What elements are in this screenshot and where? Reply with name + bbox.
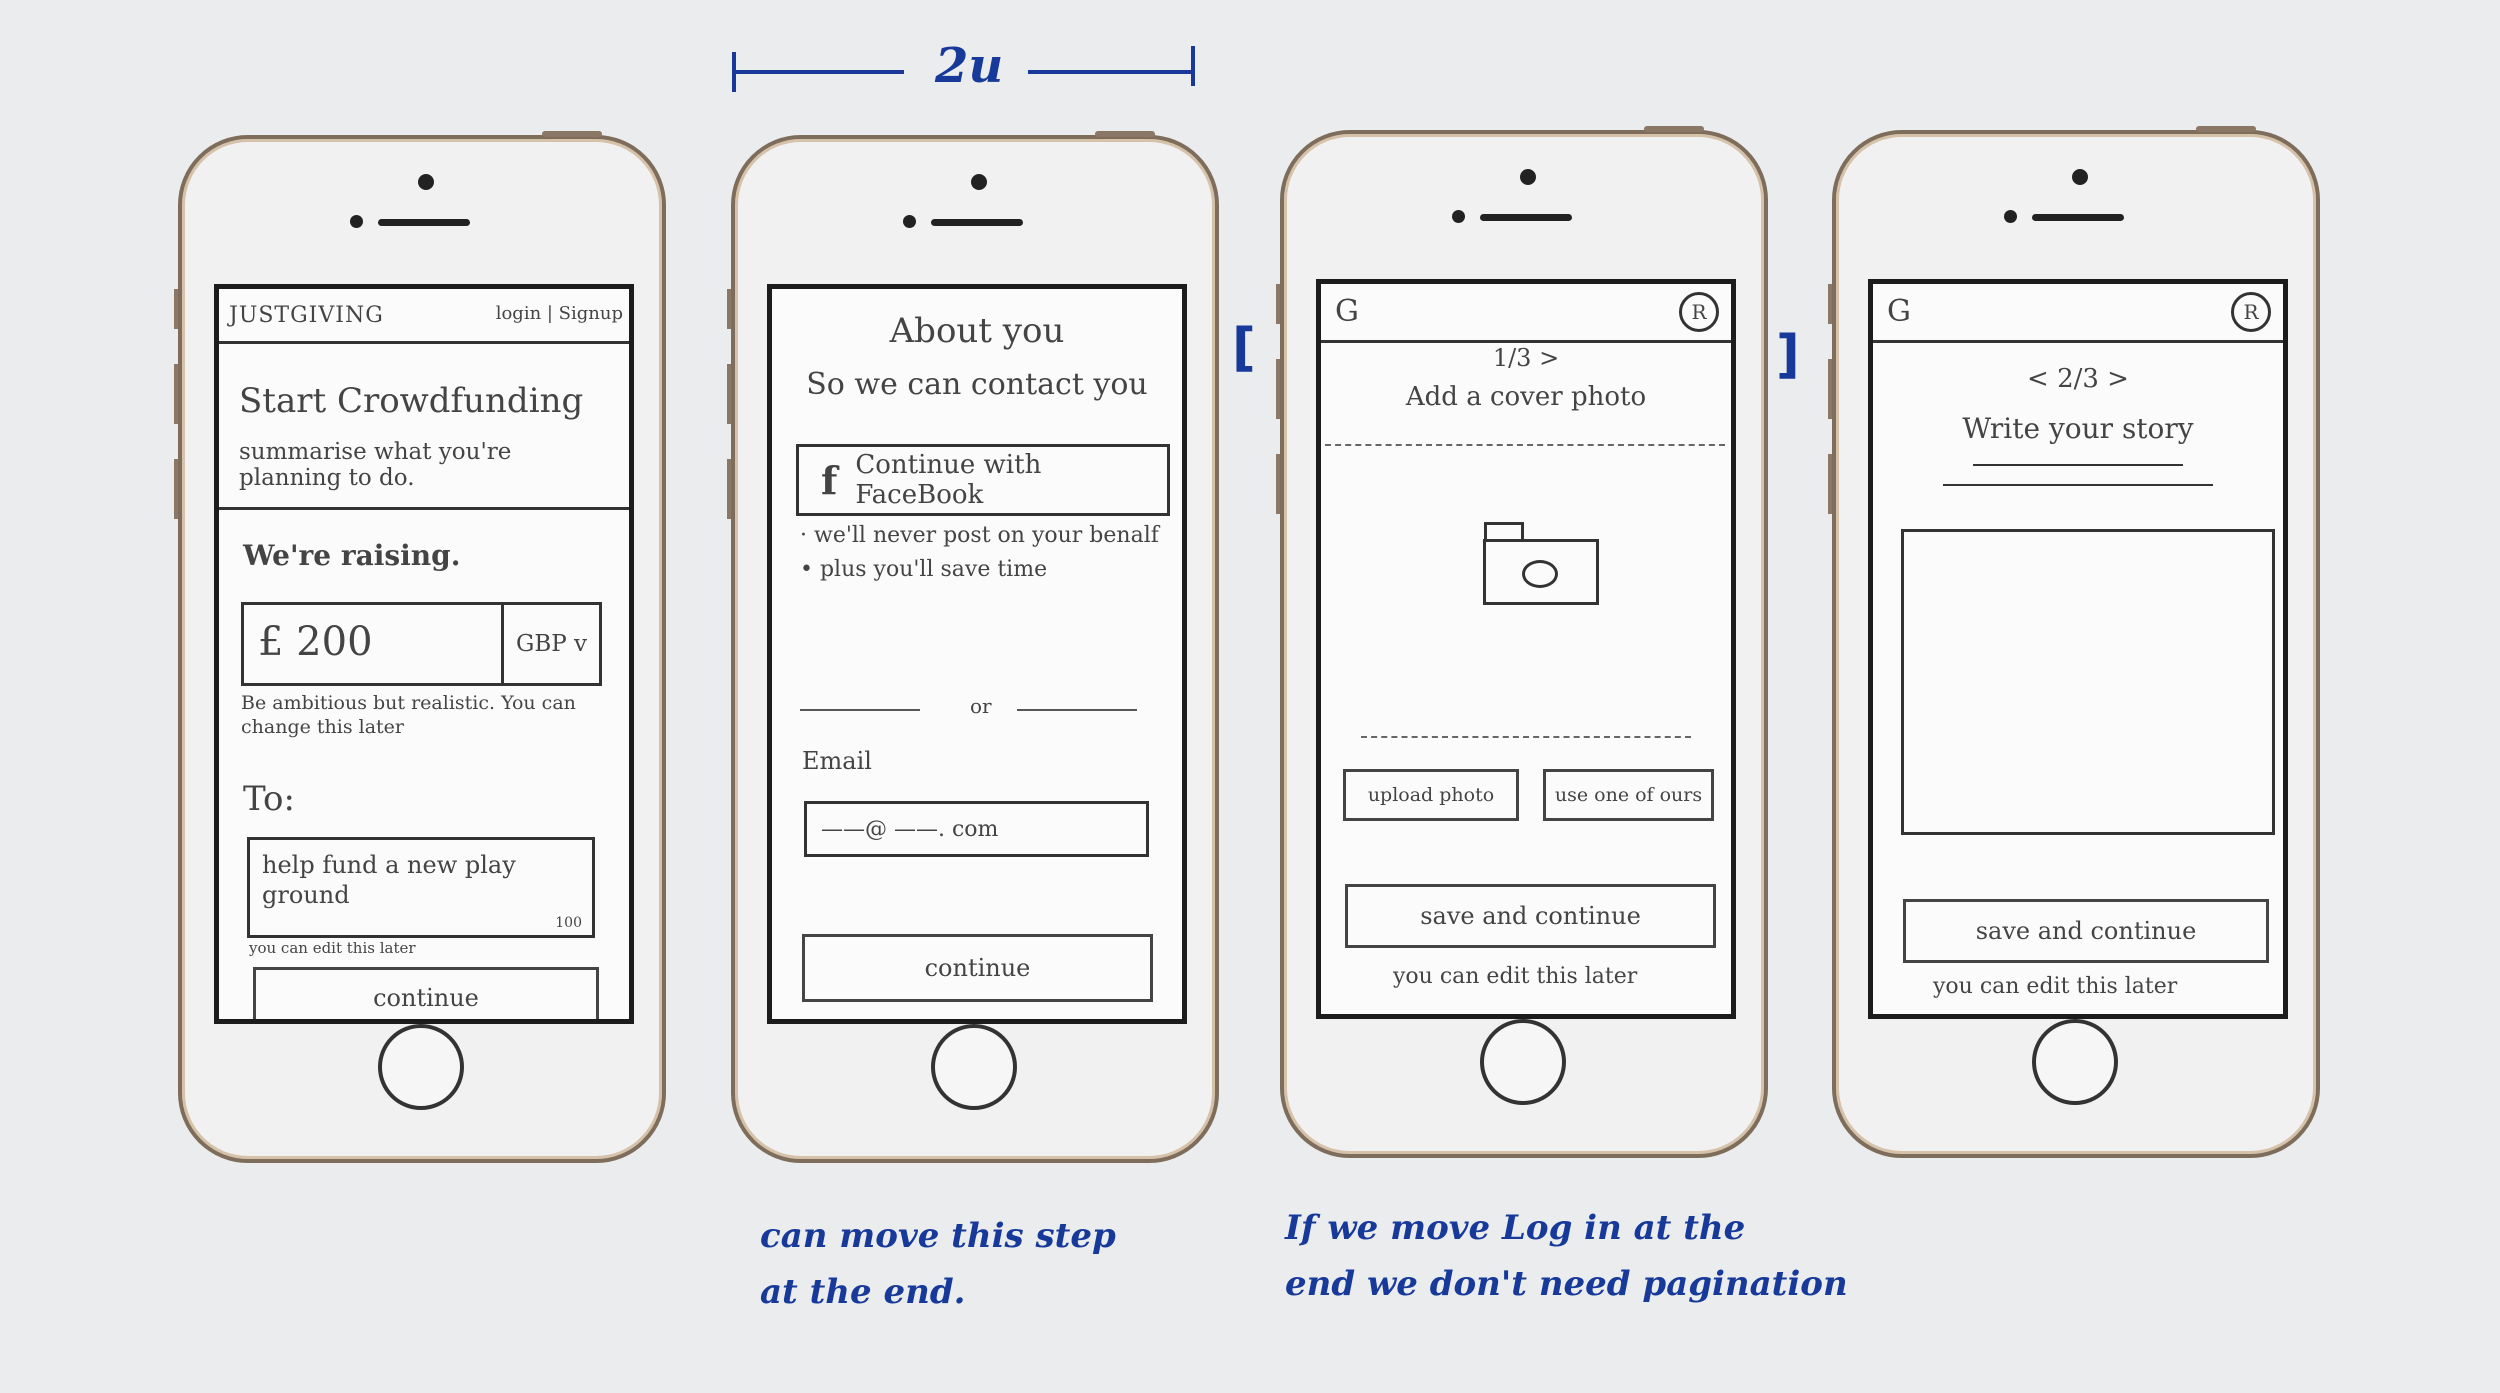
step-pagination[interactable]: < 2/3 > xyxy=(2027,364,2129,394)
bracket-close: ] xyxy=(1776,325,1800,385)
front-camera xyxy=(903,215,916,228)
divider xyxy=(219,507,629,510)
facebook-benefits: · we'll never post on your benalf • plus… xyxy=(800,519,1160,587)
bracket-open: [ xyxy=(1232,318,1256,378)
edit-later-note: you can edit this later xyxy=(1933,974,2178,999)
title-underline xyxy=(1973,464,2183,466)
app-header: JUSTGIVING login | Signup xyxy=(219,289,629,344)
save-and-continue-button[interactable]: save and continue xyxy=(1903,899,2269,963)
amount-input[interactable]: £ 200 GBP v xyxy=(241,602,602,686)
title-underline-2 xyxy=(1943,484,2213,486)
speaker-grille xyxy=(1480,214,1572,221)
speaker-grille xyxy=(378,219,470,226)
currency-select[interactable]: GBP v xyxy=(501,605,599,683)
speaker-grille xyxy=(2032,214,2124,221)
purpose-text: help fund a new play ground xyxy=(262,851,516,909)
photo-area-bottom-border xyxy=(1361,736,1691,738)
front-sensor xyxy=(971,174,987,190)
raising-label: We're raising. xyxy=(243,539,461,572)
facebook-button-label: Continue with FaceBook xyxy=(855,450,1042,510)
screen-cover-photo: G R 1/3 > Add a cover photo upload photo… xyxy=(1316,279,1736,1019)
phone-3: G R 1/3 > Add a cover photo upload photo… xyxy=(1276,126,1768,1158)
step-pagination[interactable]: 1/3 > xyxy=(1492,344,1560,372)
phone-4: G R < 2/3 > Write your story save and co… xyxy=(1828,126,2320,1158)
dimension-tick-right xyxy=(1191,46,1195,86)
annotation-line: can move this step xyxy=(760,1216,1116,1256)
or-divider-right xyxy=(1017,709,1137,711)
annotation-login-pagination: If we move Log in at the end we don't ne… xyxy=(1285,1200,1848,1312)
page-title: Start Crowdfunding xyxy=(239,381,584,421)
screen-write-story: G R < 2/3 > Write your story save and co… xyxy=(1868,279,2288,1019)
benefit-item: • plus you'll save time xyxy=(800,557,1048,582)
camera-icon xyxy=(1483,522,1599,605)
brand-logo[interactable]: JUSTGIVING xyxy=(229,303,384,328)
app-logo[interactable]: G xyxy=(1335,294,1359,329)
email-label: Email xyxy=(802,747,872,775)
benefit-item: · we'll never post on your benalf xyxy=(800,523,1159,548)
annotation-line: If we move Log in at the xyxy=(1285,1208,1746,1248)
home-button[interactable] xyxy=(378,1024,464,1110)
home-button[interactable] xyxy=(2032,1019,2118,1105)
home-button[interactable] xyxy=(1480,1019,1566,1105)
amount-hint: Be ambitious but realistic. You can chan… xyxy=(241,692,576,738)
to-label: To: xyxy=(243,779,295,819)
save-and-continue-button[interactable]: save and continue xyxy=(1345,884,1716,948)
amount-value: £ 200 xyxy=(258,619,373,665)
app-logo[interactable]: G xyxy=(1887,294,1911,329)
phone-1: JUSTGIVING login | Signup Start Crowdfun… xyxy=(174,131,666,1163)
page-title: Add a cover photo xyxy=(1405,382,1647,412)
annotation-line: end we don't need pagination xyxy=(1285,1264,1848,1304)
upload-photo-button[interactable]: upload photo xyxy=(1343,769,1519,821)
screen-about-you: About you So we can contact you f Contin… xyxy=(767,284,1187,1024)
screen-start-crowdfunding: JUSTGIVING login | Signup Start Crowdfun… xyxy=(214,284,634,1024)
front-camera xyxy=(1452,210,1465,223)
edit-later-note: you can edit this later xyxy=(1393,964,1638,989)
page-subtitle: So we can contact you xyxy=(806,367,1148,402)
or-label: or xyxy=(970,694,992,718)
app-header: G R xyxy=(1321,284,1731,343)
photo-area-top-border xyxy=(1325,444,1725,446)
speaker-grille xyxy=(931,219,1023,226)
facebook-icon: f xyxy=(821,457,838,503)
dimension-line-left xyxy=(734,70,904,74)
use-one-of-ours-button[interactable]: use one of ours xyxy=(1543,769,1714,821)
or-divider-left xyxy=(800,709,920,711)
continue-with-facebook-button[interactable]: f Continue with FaceBook xyxy=(796,444,1170,516)
email-field[interactable]: ——@ ——. com xyxy=(804,801,1149,857)
char-counter: 100 xyxy=(555,915,582,931)
front-camera xyxy=(2004,210,2017,223)
phone-2: About you So we can contact you f Contin… xyxy=(727,131,1219,1163)
dimension-label: 2u xyxy=(935,38,1004,94)
annotation-line: at the end. xyxy=(760,1272,966,1312)
page-title: About you xyxy=(889,311,1065,351)
front-camera xyxy=(350,215,363,228)
dimension-line-right xyxy=(1028,70,1193,74)
page-title: Write your story xyxy=(1962,412,2194,445)
purpose-textarea[interactable]: help fund a new play ground 100 xyxy=(247,837,595,938)
story-textarea[interactable] xyxy=(1901,529,2275,835)
app-header: G R xyxy=(1873,284,2283,343)
home-button[interactable] xyxy=(931,1024,1017,1110)
login-signup-link[interactable]: login | Signup xyxy=(495,303,623,324)
front-sensor xyxy=(2072,169,2088,185)
continue-button[interactable]: continue xyxy=(253,967,599,1019)
user-icon[interactable]: R xyxy=(1679,292,1719,332)
user-icon[interactable]: R xyxy=(2231,292,2271,332)
edit-later-note: you can edit this later xyxy=(249,939,416,957)
continue-button[interactable]: continue xyxy=(802,934,1153,1002)
annotation-move-step: can move this step at the end. xyxy=(760,1208,1116,1320)
front-sensor xyxy=(1520,169,1536,185)
page-subtitle: summarise what you're planning to do. xyxy=(239,439,512,491)
front-sensor xyxy=(418,174,434,190)
